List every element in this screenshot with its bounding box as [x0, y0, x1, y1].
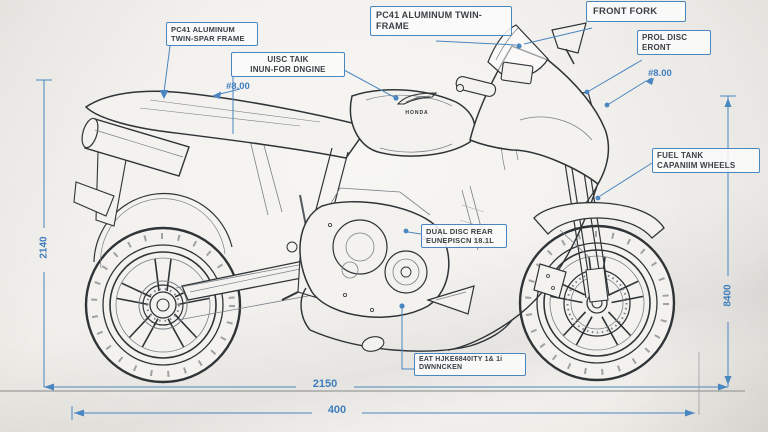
leader-spar-arrow — [159, 90, 169, 99]
leader-spar — [163, 45, 171, 93]
dim-height-right — [720, 95, 736, 387]
callout-twin-spar-frame: PC41 ALUMINUM TWIN-SPAR FRAME — [166, 22, 258, 46]
leader-dot — [584, 89, 590, 95]
leader-dot — [403, 228, 409, 234]
callout-twin-frame: PC41 ALUMINUM TWIN- FRAME — [370, 6, 512, 36]
leader-dot — [516, 43, 522, 49]
callout-fuel-tank: FUEL TANK CAPANIIM WHEELS — [652, 148, 760, 174]
leader-twin-frame — [435, 40, 517, 46]
callout-front-fork: FRONT FORK — [586, 1, 686, 23]
leader-spec — [401, 308, 414, 370]
brand-text: HONDA — [405, 110, 429, 116]
leader-fuel-tank — [599, 162, 653, 197]
dimension-wheelbase: 2150 — [312, 378, 338, 390]
lower-fairing — [300, 182, 599, 352]
dim-overall — [71, 406, 695, 420]
leader-dia-right-arrow — [645, 78, 654, 85]
rear-wheel — [84, 226, 242, 384]
tank-brand-mark: HONDA — [394, 92, 440, 116]
leader-front-disc — [588, 59, 643, 92]
dimension-height-left: 2140 — [38, 236, 50, 259]
leader-rear-disc — [407, 231, 422, 235]
front-cowl — [455, 22, 665, 303]
callout-tank-engine: UISC TAIK INUN-FOR DNGINE — [231, 52, 345, 78]
dimension-diameter-right: #8.00 — [648, 68, 672, 79]
leader-dia-left-arrow — [212, 91, 221, 99]
leader-dot — [604, 102, 610, 108]
callout-front-disc: PROL DISC ERONT — [637, 30, 711, 56]
leader-dot — [393, 95, 399, 101]
front-wheel — [518, 224, 676, 382]
wing-logo-icon — [396, 92, 438, 105]
callout-rear-disc: DUAL DISC REAR EUNEPISCN 18.1L — [421, 224, 507, 248]
leader-dot — [595, 195, 601, 201]
dimension-height-right: 8400 — [722, 284, 734, 307]
frame-and-engine — [299, 147, 487, 318]
leader-tank-engine — [343, 69, 395, 98]
dimension-overall: 400 — [327, 404, 347, 416]
fuel-tank-body — [349, 89, 476, 157]
dimension-diameter-left: #8.00 — [226, 81, 250, 92]
dim-height-left — [36, 79, 52, 387]
leader-dia-right — [608, 77, 653, 105]
leader-front-fork — [523, 27, 593, 45]
leader-dot — [399, 303, 405, 309]
annotation-lines — [36, 27, 736, 420]
callout-spec-bottom: EAT HJKE6840ITY 1& 1i DWNNCKEN — [414, 353, 526, 376]
